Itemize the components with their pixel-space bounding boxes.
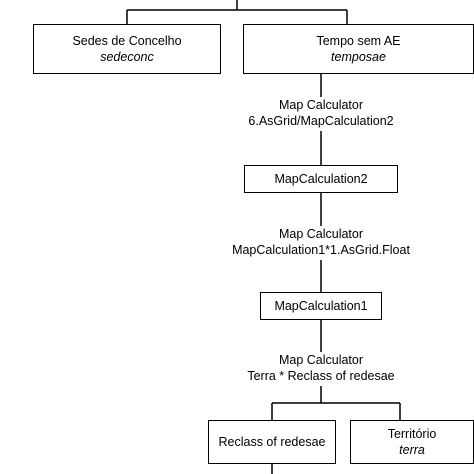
- operation-2-tool: Map Calculator: [278, 227, 364, 241]
- node-territorio: Território terra: [350, 420, 474, 464]
- node-territorio-title: Território: [387, 427, 437, 441]
- node-mapcalculation1: MapCalculation1: [260, 292, 382, 320]
- operation-1-tool: Map Calculator: [278, 98, 364, 112]
- node-tempo-subtitle: temposae: [331, 50, 386, 64]
- node-reclass-title: Reclass of redesae: [218, 435, 326, 449]
- node-reclass-of-redesae: Reclass of redesae: [208, 420, 336, 464]
- operation-3-tool: Map Calculator: [278, 353, 364, 367]
- operation-3-expression: Terra * Reclass of redesae: [247, 369, 395, 383]
- operation-label-1: Map Calculator 6.AsGrid/MapCalculation2: [221, 97, 421, 129]
- node-sedes-title: Sedes de Concelho: [72, 34, 182, 48]
- node-territorio-subtitle: terra: [399, 443, 425, 457]
- operation-2-expression: MapCalculation1*1.AsGrid.Float: [232, 243, 410, 257]
- operation-label-2: Map Calculator MapCalculation1*1.AsGrid.…: [206, 226, 436, 258]
- operation-1-expression: 6.AsGrid/MapCalculation2: [248, 114, 394, 128]
- operation-label-3: Map Calculator Terra * Reclass of redesa…: [221, 352, 421, 384]
- node-mapcalc2-title: MapCalculation2: [274, 172, 368, 186]
- node-mapcalculation2: MapCalculation2: [244, 165, 398, 193]
- node-sedes-subtitle: sedeconc: [100, 50, 154, 64]
- node-sedes-de-concelho: Sedes de Concelho sedeconc: [33, 24, 221, 74]
- node-mapcalc1-title: MapCalculation1: [274, 299, 368, 313]
- node-tempo-title: Tempo sem AE: [316, 34, 401, 48]
- node-tempo-sem-ae: Tempo sem AE temposae: [243, 24, 474, 74]
